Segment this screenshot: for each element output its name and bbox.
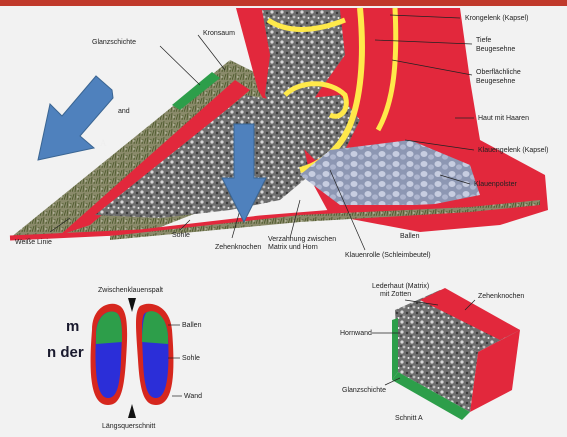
- label-sohle: Sohle: [172, 232, 190, 239]
- label-haut: Haut mit Haaren: [478, 115, 529, 122]
- section-a-block: [372, 288, 520, 420]
- label-weisse-linie: Weiße Linie: [15, 239, 52, 246]
- label-section-zehenknochen: Zehenknochen: [478, 293, 524, 300]
- label-lederhaut-2: mit Zotten: [380, 291, 411, 298]
- label-section-glanzschichte: Glanzschichte: [342, 387, 386, 394]
- label-kronsaum: Kronsaum: [203, 30, 235, 37]
- label-schnitt-a: Schnitt A: [395, 415, 423, 422]
- label-sole-ballen: Ballen: [182, 322, 202, 329]
- label-hornwand: Hornwand: [340, 330, 372, 337]
- label-verzahnung: Verzahnung zwischen: [268, 236, 336, 243]
- label-wand-fragment: and: [118, 108, 130, 115]
- label-krongelenk: Krongelenk (Kapsel): [465, 15, 528, 22]
- label-oberflaechliche: Oberflächliche: [476, 69, 521, 76]
- label-lederhaut: Lederhaut (Matrix): [372, 283, 429, 290]
- label-sole-sohle: Sohle: [182, 355, 200, 362]
- label-tiefe: Tiefe: [476, 37, 491, 44]
- label-oberflaechliche-2: Beugesehne: [476, 78, 515, 85]
- label-ballen: Ballen: [400, 233, 420, 240]
- label-zwischenklauenspalt: Zwischenklauenspalt: [98, 287, 163, 294]
- label-klauenrolle: Klauenrolle (Schleimbeutel): [345, 252, 431, 259]
- label-zehenknochen: Zehenknochen: [215, 244, 261, 251]
- label-verzahnung-2: Matrix und Horn: [268, 244, 318, 251]
- caption-line-1: m: [66, 318, 79, 335]
- caption-line-2: n der: [47, 344, 84, 361]
- label-laengsquerschnitt: Längsquerschnitt: [102, 423, 155, 430]
- label-klauenpolster: Klauenpolster: [474, 181, 517, 188]
- label-tiefe-2: Beugesehne: [476, 46, 515, 53]
- label-letter-a: A: [100, 138, 107, 148]
- sole-view: [91, 298, 182, 418]
- label-sole-wand: Wand: [184, 393, 202, 400]
- label-glanzschichte: Glanzschichte: [92, 39, 136, 46]
- label-klauengelenk: Klauengelenk (Kapsel): [478, 147, 548, 154]
